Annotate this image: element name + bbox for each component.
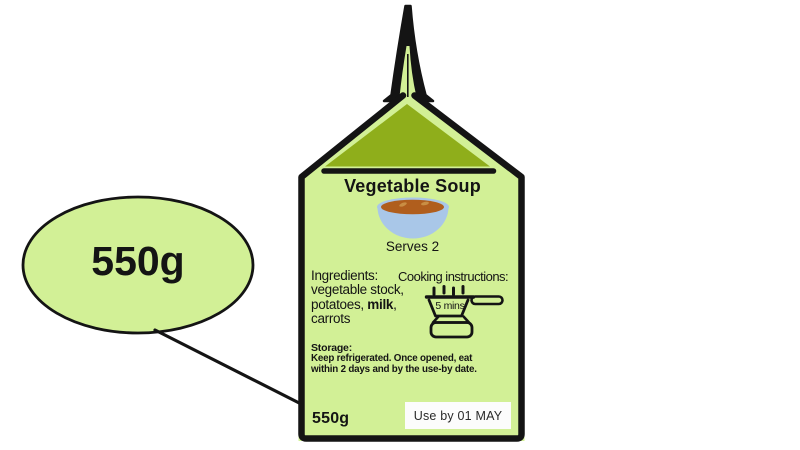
ingredients-line-3: carrots	[311, 311, 351, 327]
pan-base	[429, 321, 474, 339]
callout-pointer-line	[153, 328, 315, 412]
serves-label: Serves 2	[385, 239, 440, 254]
storage-heading: Storage:	[311, 342, 352, 354]
soup-veg-bit-left	[399, 202, 407, 207]
storage-line-1: Keep refrigerated. Once opened, eat	[311, 353, 473, 364]
carton-title: Vegetable Soup	[344, 176, 481, 196]
pan-body	[427, 298, 470, 318]
carton-weight-label: 550g	[312, 410, 350, 427]
bowl-body	[377, 207, 449, 239]
carton-top-triangle	[325, 104, 490, 167]
carton-body-fill	[298, 93, 525, 441]
ingredients-milk-bold: milk	[367, 296, 394, 312]
callout-bubble-shape	[21, 195, 255, 335]
callout-weight-label: 550g	[91, 238, 185, 284]
cooking-instructions-heading: Cooking instructions:	[398, 269, 509, 284]
ingredients-line-1: vegetable stock,	[311, 282, 404, 298]
ingredients-line-2-pre: potatoes,	[311, 296, 368, 312]
pan-time-label: 5 mins	[435, 300, 465, 312]
ingredients-line-2: potatoes, milk,	[311, 296, 404, 312]
ingredients-block: Ingredients: vegetable stock, potatoes, …	[311, 268, 404, 327]
storage-line-2: within 2 days and by the use-by date.	[311, 363, 477, 375]
carton-outline	[298, 92, 525, 442]
use-by-date-box: Use by 01 MAY	[405, 402, 511, 429]
soup-surface	[381, 199, 444, 215]
storage-block: Storage: Keep refrigerated. Once opened,…	[311, 342, 477, 375]
pan-handle	[470, 295, 504, 306]
saucepan-icon	[424, 285, 504, 339]
soup-veg-bit-right	[421, 201, 429, 206]
ingredients-heading: Ingredients:	[311, 268, 378, 283]
soup-bowl-icon	[377, 197, 449, 239]
ingredients-line-2-post: ,	[393, 296, 397, 312]
